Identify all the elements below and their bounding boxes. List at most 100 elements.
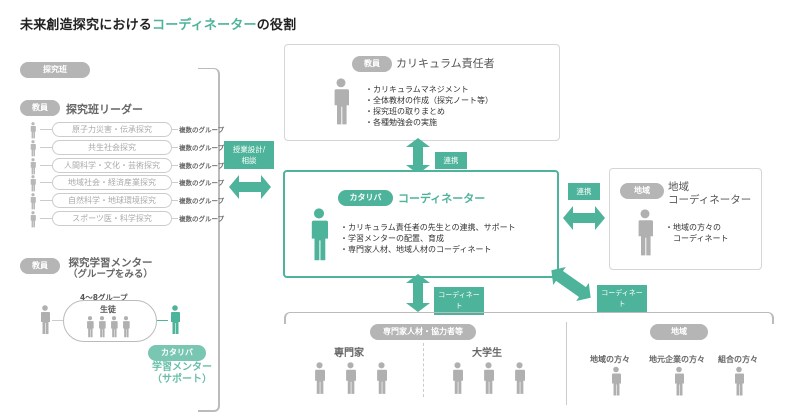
connector-line — [172, 146, 178, 148]
curriculum-title: カリキュラム責任者 — [396, 57, 495, 70]
mentor-role-pill: 教員 — [20, 258, 60, 274]
team-bracket — [198, 68, 220, 412]
group-count: 4〜8グループ — [80, 293, 128, 302]
title-prefix: 未来創造探究における — [20, 18, 153, 33]
diagonal-double-arrow — [551, 266, 591, 302]
leader-person-icon — [30, 140, 36, 157]
title-suffix: の役割 — [256, 18, 297, 33]
divider — [423, 343, 424, 397]
expert-icon — [314, 362, 325, 395]
leader-person-icon — [30, 122, 36, 139]
connector-line — [52, 320, 63, 321]
left-double-arrow — [229, 175, 271, 199]
regional-title-line1: 地域 — [668, 181, 689, 193]
katariba-role-line1: 学習メンター — [152, 362, 212, 373]
regional-person-icon — [637, 209, 653, 257]
katariba-role-line2: （サポート） — [152, 374, 212, 385]
connector-line — [40, 182, 52, 184]
coordinator-box — [283, 170, 559, 278]
group-note: 複数のグループ — [179, 179, 225, 188]
mentor-title-line1: 探究学習メンター — [68, 257, 153, 269]
group-row: 地域社会・経済産業探究複数のグループ — [30, 175, 224, 192]
group-row: 自然科学・地球環境探究複数のグループ — [30, 193, 224, 210]
connector-line — [172, 218, 178, 219]
group-name: 原子力災害・伝承探究 — [52, 122, 172, 137]
student-icon — [86, 316, 94, 338]
curriculum-box — [284, 44, 560, 141]
group-row: スポーツ医・科学探究複数のグループ — [30, 211, 224, 228]
region-pill: 地域 — [650, 324, 708, 340]
region-col2-label: 地元企業の方々 — [649, 355, 705, 364]
student-icon — [98, 316, 106, 338]
katariba-pill: カタリバ — [148, 345, 206, 361]
top-arrow-label: 連携 — [435, 152, 467, 169]
group-name: スポーツ医・科学探究 — [52, 211, 172, 226]
group-row: 共生社会探究複数のグループ — [30, 139, 224, 157]
student-univ-icon — [514, 362, 525, 395]
bottom-double-arrow — [406, 274, 430, 312]
curriculum-person-icon — [333, 78, 349, 126]
expert-icon — [345, 362, 356, 395]
group-note: 複数のグループ — [179, 161, 225, 170]
student-icon — [122, 316, 130, 338]
regional-role-pill: 地域 — [620, 183, 664, 199]
group-name: 人間科学・文化・芸術探究 — [52, 157, 172, 173]
connector-line — [172, 164, 178, 166]
region-col1-label: 地域の方々 — [590, 355, 630, 364]
leader-person-icon — [30, 211, 36, 228]
mentor-title: 探究学習メンター （グループをみる） — [68, 257, 153, 281]
connector-line — [40, 129, 52, 130]
expert-icon — [376, 362, 387, 395]
region-col3-label: 組合の方々 — [718, 355, 758, 364]
curriculum-item: ・全体教材の作成（探究ノート等） — [365, 96, 493, 105]
student-univ-icon — [452, 362, 463, 395]
diagonal-arrow-label: コーディネート — [597, 285, 647, 313]
group-note: 複数のグループ — [179, 126, 225, 134]
student-univ-icon — [483, 362, 494, 395]
coordinator-person-icon — [310, 208, 328, 262]
divider — [566, 322, 567, 405]
region-person-icon — [734, 366, 744, 397]
connector-line — [40, 146, 52, 148]
katariba-role: 学習メンター （サポート） — [152, 362, 212, 386]
connector-line — [157, 320, 168, 321]
group-name: 共生社会探究 — [52, 139, 172, 155]
leader-person-icon — [30, 158, 36, 175]
regional-title: 地域 コーディネーター — [668, 181, 751, 207]
coordinator-item: ・カリキュラム責任者の先生との連携、サポート — [340, 223, 516, 232]
katariba-mentor-icon — [170, 305, 180, 335]
leader-role-pill: 教員 — [20, 100, 60, 116]
curriculum-item: ・探究班の取りまとめ — [365, 107, 445, 116]
regional-list: ・地域の方々の コーディネート — [665, 222, 728, 244]
mentor-title-line2: （グループをみる） — [68, 269, 153, 280]
group-note: 複数のグループ — [179, 215, 225, 223]
group-name: 自然科学・地球環境探究 — [52, 193, 172, 209]
group-note: 複数のグループ — [179, 197, 225, 206]
group-name: 地域社会・経済産業探究 — [52, 175, 172, 191]
group-note: 複数のグループ — [179, 143, 225, 152]
teacher-mentor-icon — [40, 305, 50, 335]
experts-pill: 専門家人材・協力者等 — [370, 324, 476, 340]
leader-person-icon — [30, 193, 36, 210]
bottom-arrow-label: コーディネート — [434, 287, 484, 315]
coordinator-list: ・カリキュラム責任者の先生との連携、サポート ・学習メンターの配置、育成 ・専門… — [340, 222, 516, 255]
coordinator-title: コーディネーター — [398, 192, 486, 205]
connector-line — [172, 182, 178, 184]
students-group — [63, 300, 157, 342]
title-accent: コーディネーター — [152, 18, 257, 33]
region-person-icon — [674, 366, 684, 397]
curriculum-list: ・カリキュラムマネジメント ・全体教材の作成（探究ノート等） ・探究班の取りまと… — [365, 84, 493, 128]
top-double-arrow — [406, 138, 430, 174]
left-label-line2: 相談 — [241, 156, 257, 165]
leader-person-icon — [30, 175, 36, 192]
curriculum-item: ・カリキュラムマネジメント — [365, 85, 469, 94]
regional-title-line2: コーディネーター — [668, 194, 752, 206]
left-arrow-label: 授業設計/ 相談 — [224, 141, 274, 169]
curriculum-item: ・各種勉強会の実施 — [365, 118, 437, 127]
right-double-arrow — [563, 206, 605, 230]
group-row: 人間科学・文化・芸術探究複数のグループ — [30, 157, 224, 175]
leader-title: 探究班リーダー — [66, 103, 143, 116]
team-pill: 探究班 — [20, 62, 90, 78]
right-arrow-label: 連携 — [568, 183, 600, 200]
experts-col2-label: 大学生 — [472, 348, 502, 359]
